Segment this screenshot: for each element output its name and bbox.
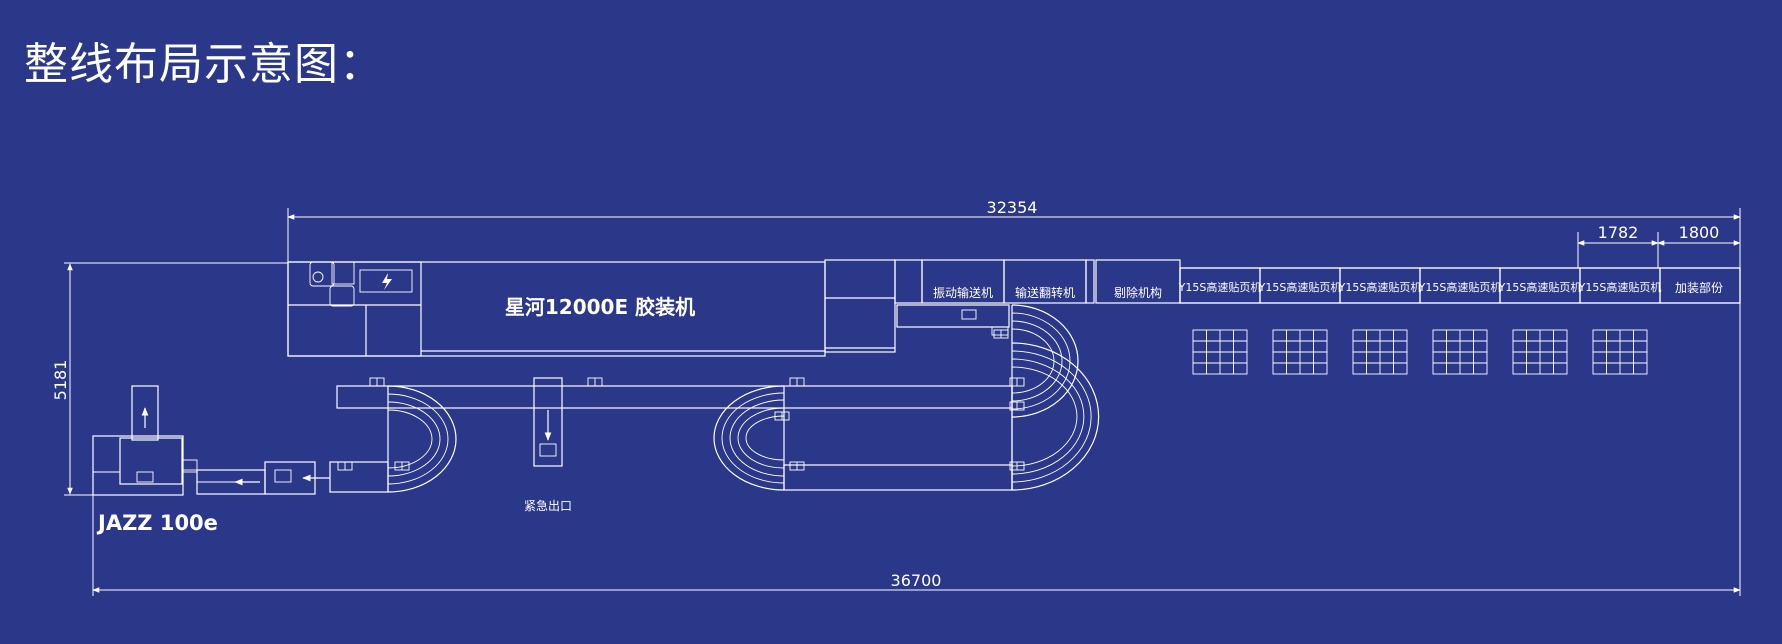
conveyor-clamps xyxy=(337,329,1025,471)
jazz-label: JAZZ 100e xyxy=(96,511,218,535)
page-title: 整线布局示意图： xyxy=(24,39,384,90)
jazz-infeed xyxy=(196,461,330,495)
feeder-tray xyxy=(1352,329,1408,375)
middle-conveyor xyxy=(336,385,1013,491)
feeder-label: Y15S高速贴页机 xyxy=(1498,280,1582,294)
dimension-station: 1782 1800 xyxy=(1577,223,1741,268)
dimension-top: 32354 xyxy=(287,198,1741,300)
binder-machine-label: 星河12000E 胶装机 xyxy=(505,295,695,319)
emergency-exit-label: 紧急出口 xyxy=(524,498,572,513)
extra-section-cell xyxy=(1659,267,1741,304)
reject-mechanism-label: 剔除机构 xyxy=(1114,285,1162,300)
upper-conveyor xyxy=(896,304,1010,336)
dimension-bottom-label: 36700 xyxy=(891,571,942,590)
jazz-machine xyxy=(92,385,198,496)
dimension-top-label: 32354 xyxy=(987,198,1038,217)
feeder-tray xyxy=(1512,329,1568,375)
feeder-label: Y15S高速贴页机 xyxy=(1418,280,1502,294)
feeder-tray xyxy=(1192,329,1248,375)
dimension-bottom: 36700 xyxy=(92,300,1741,596)
dimension-left-label: 5181 xyxy=(51,360,70,401)
feeder-stations: Y15S高速贴页机Y15S高速贴页机Y15S高速贴页机Y15S高速贴页机Y15S… xyxy=(1178,267,1741,304)
flip-conveyor-label: 输送翻转机 xyxy=(1015,285,1075,300)
binder-outfeed xyxy=(824,259,896,353)
extra-section-label: 加装部份 xyxy=(1675,280,1723,295)
left-curve xyxy=(329,385,457,493)
dimension-station-label: 1782 xyxy=(1598,223,1639,242)
s-curve-right xyxy=(1011,304,1100,491)
feeder-label: Y15S高速贴页机 xyxy=(1338,280,1422,294)
vibration-conveyor-label: 振动输送机 xyxy=(933,285,993,300)
dimension-left: 5181 xyxy=(51,262,288,496)
feeder-tray xyxy=(1432,329,1488,375)
feeder-tray xyxy=(1592,329,1648,375)
lightning-icon xyxy=(382,273,392,290)
dimension-end-label: 1800 xyxy=(1679,223,1720,242)
emergency-exit xyxy=(533,377,563,467)
feeder-label: Y15S高速贴页机 xyxy=(1258,280,1342,294)
feeder-trays xyxy=(1192,329,1648,375)
feeder-label: Y15S高速贴页机 xyxy=(1178,280,1262,294)
feeder-label: Y15S高速贴页机 xyxy=(1578,280,1662,294)
feeder-tray xyxy=(1272,329,1328,375)
